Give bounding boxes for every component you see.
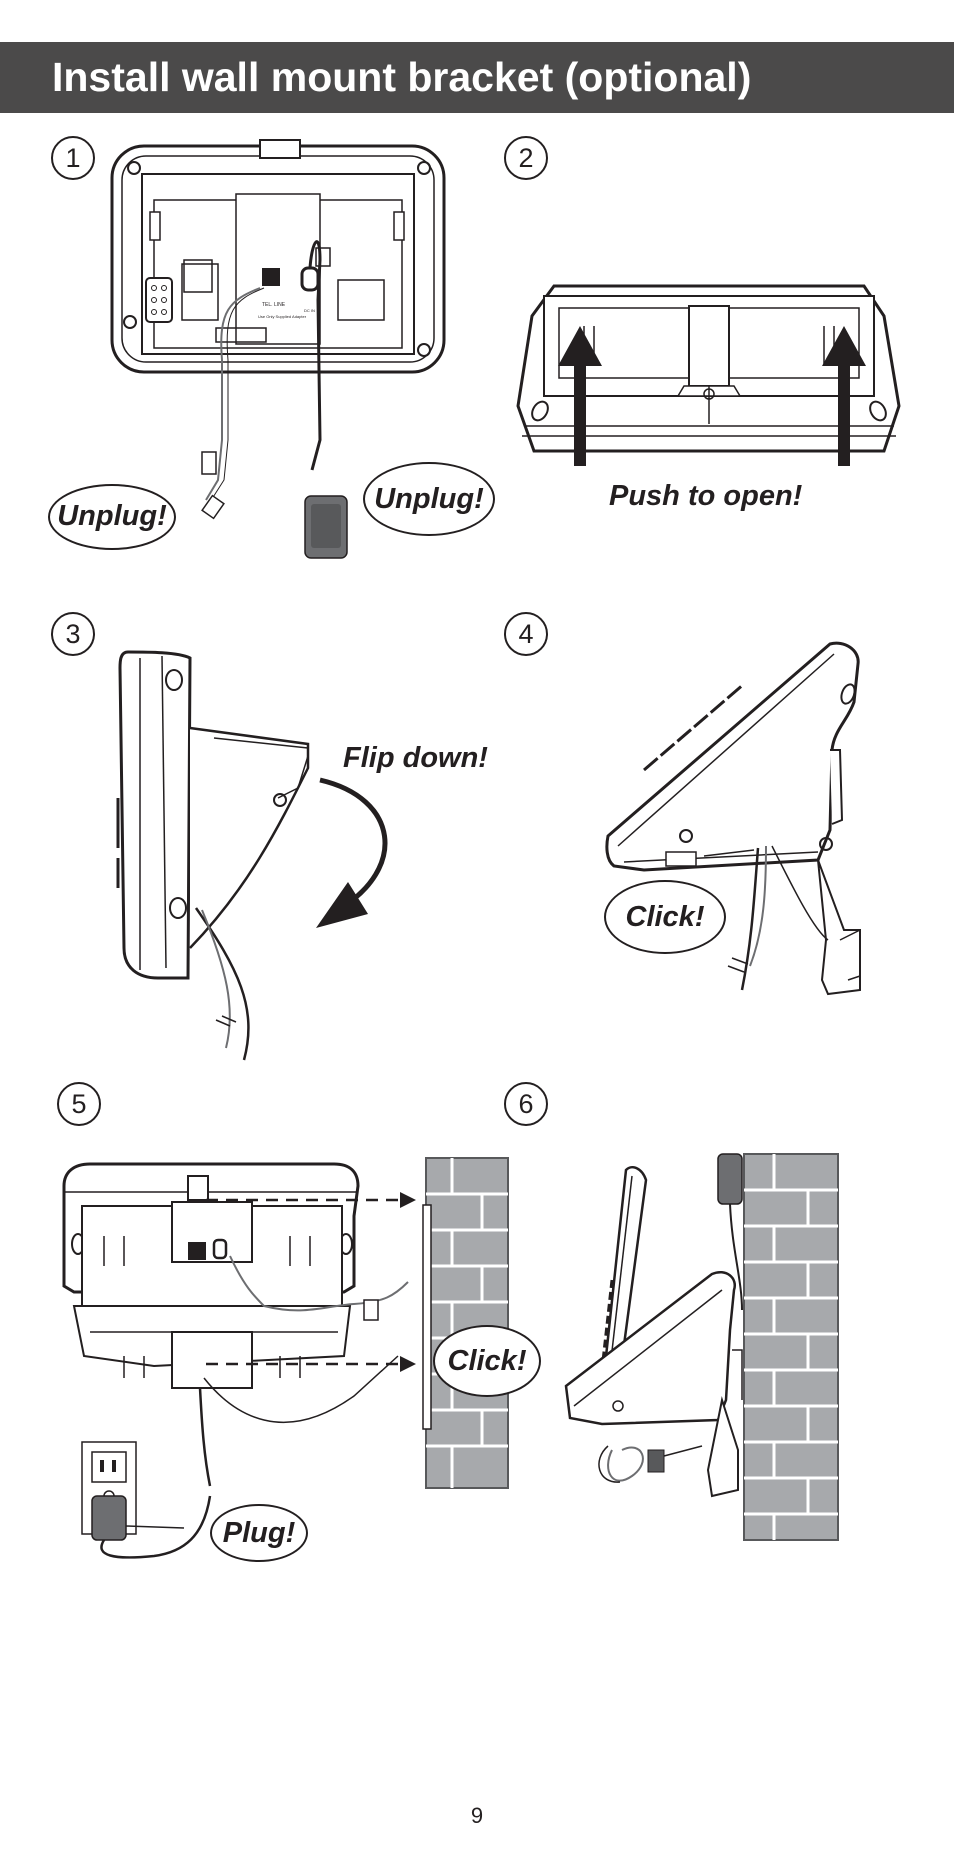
step-number: 1	[51, 136, 95, 180]
mounted-phone-illustration	[564, 1153, 839, 1541]
step-number: 2	[504, 136, 548, 180]
push-to-open-caption: Push to open!	[609, 480, 803, 512]
dc-in-label: DC IN	[304, 308, 315, 313]
flip-down-illustration	[116, 650, 388, 1061]
step-number: 5	[57, 1082, 101, 1126]
adapter-label: Use Only Supplied Adapter	[258, 314, 307, 319]
tel-line-label: TEL. LINE	[262, 302, 286, 308]
unplug-bubble-left: Unplug!	[48, 484, 176, 550]
click-bubble: Click!	[604, 880, 726, 954]
step-number: 6	[504, 1082, 548, 1126]
page-number: 9	[470, 1803, 484, 1828]
unplug-bubble-right: Unplug!	[363, 462, 495, 536]
plug-bubble: Plug!	[210, 1504, 308, 1562]
flip-down-caption: Flip down!	[343, 742, 488, 774]
step-number: 3	[51, 612, 95, 656]
click-bubble: Click!	[433, 1325, 541, 1397]
base-rear-illustration: TEL. LINE Use Only Supplied Adapter DC I…	[110, 139, 446, 520]
brick-wall-illustration	[425, 1157, 509, 1489]
base-attached-illustration	[605, 641, 861, 996]
bracket-open-illustration	[516, 284, 901, 466]
power-adapter-icon	[304, 495, 348, 559]
step-number: 4	[504, 612, 548, 656]
page-title: Install wall mount bracket (optional)	[0, 42, 954, 113]
wall-mount-assembly-illustration	[62, 1162, 416, 1559]
wall-plate-icon	[422, 1204, 432, 1430]
